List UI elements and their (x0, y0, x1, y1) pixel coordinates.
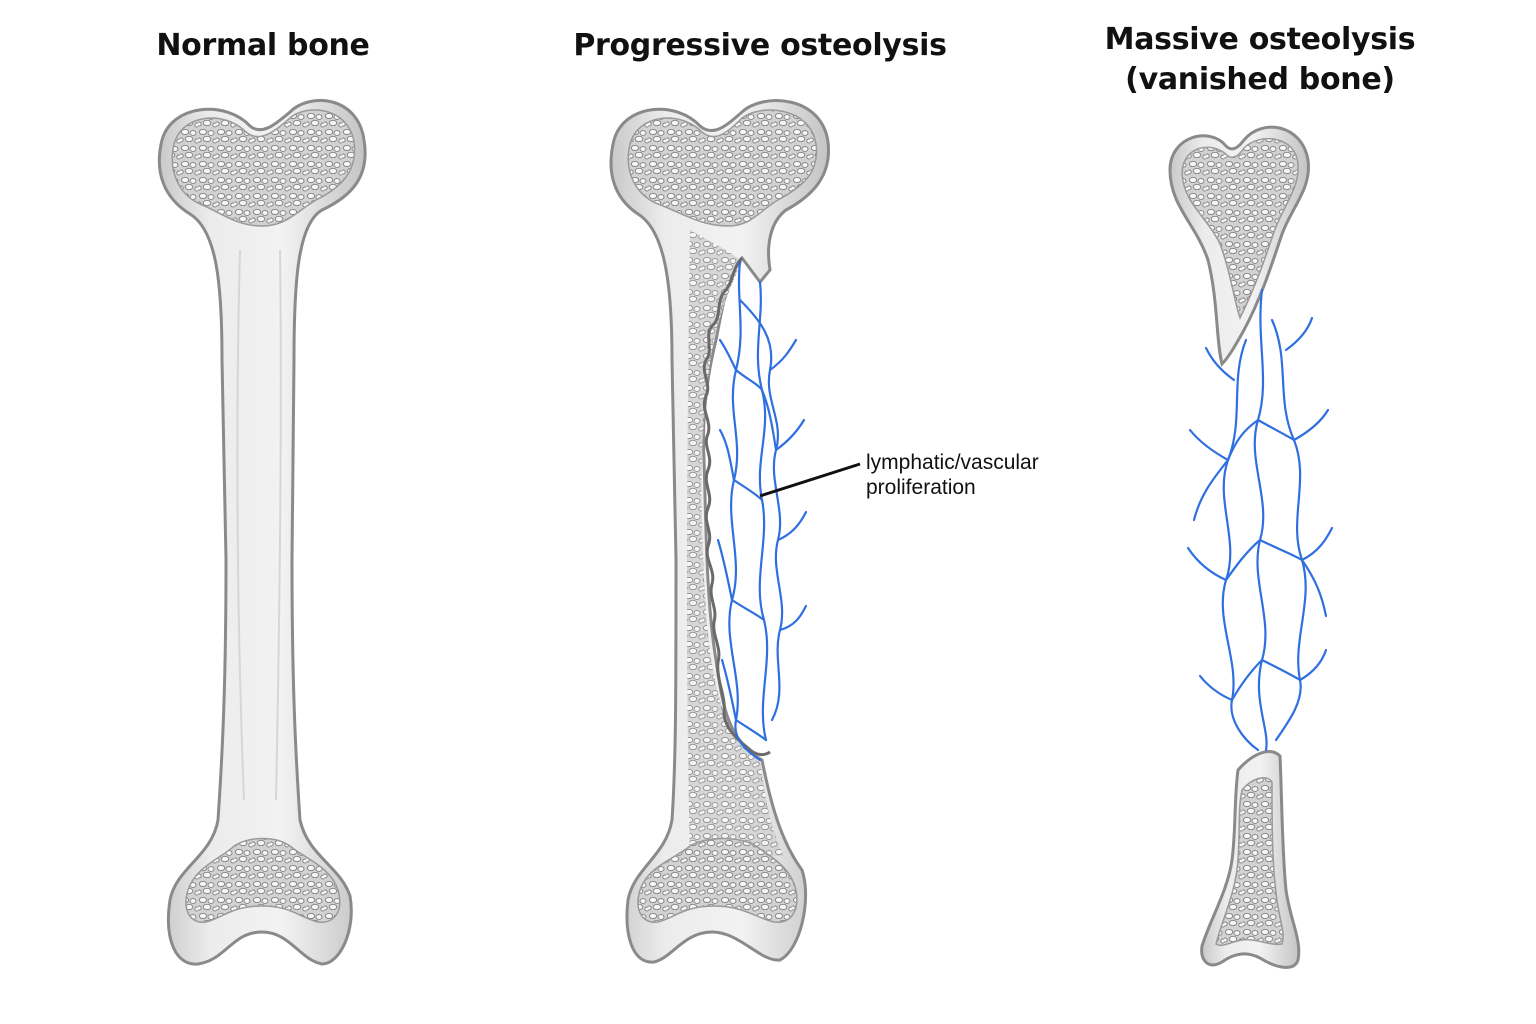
callout-label-line2: proliferation (866, 476, 976, 499)
callout-leader-line (759, 462, 861, 498)
vessel-network-massive (1186, 288, 1334, 752)
title-massive-line1: Massive osteolysis (1104, 22, 1416, 57)
title-massive-line2: (vanished bone) (1125, 62, 1395, 97)
callout (759, 462, 861, 498)
normal-bone (157, 98, 367, 966)
vessel-network-progressive (716, 260, 808, 762)
title-progressive-osteolysis: Progressive osteolysis (573, 28, 947, 63)
callout-label-line1: lymphatic/vascular (866, 451, 1039, 474)
massive-bone-proximal-fragment (1168, 125, 1310, 367)
title-normal-bone: Normal bone (156, 28, 370, 63)
massive-bone-distal-fragment (1200, 750, 1301, 969)
callout-label: lymphatic/vascular proliferation (866, 450, 1039, 500)
progressive-bone (609, 99, 830, 964)
title-massive-osteolysis: Massive osteolysis (vanished bone) (1080, 20, 1440, 100)
